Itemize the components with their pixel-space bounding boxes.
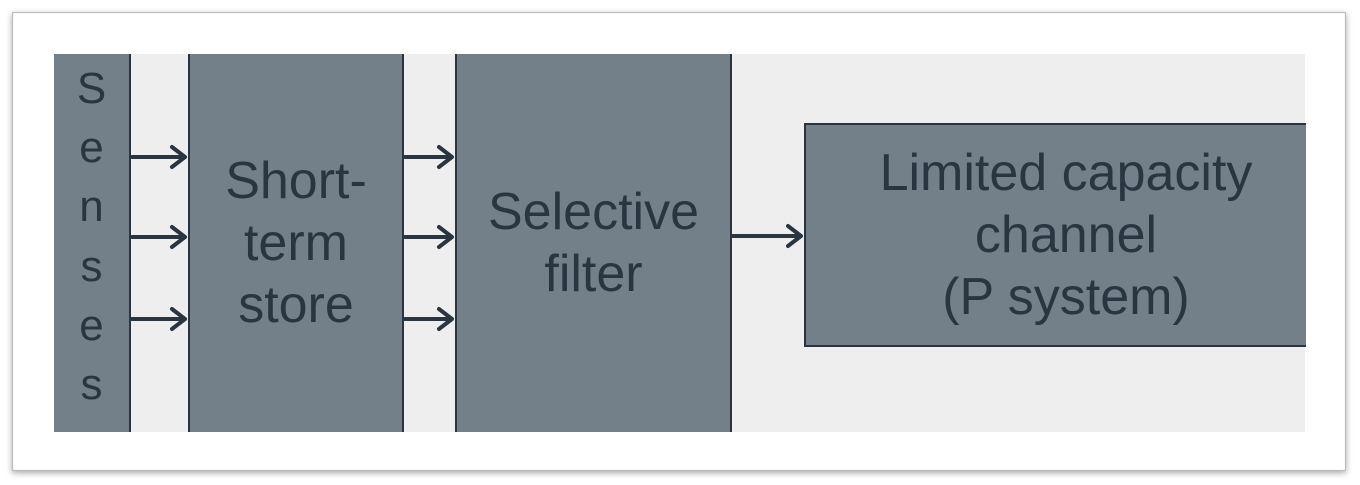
senses-letter: S — [76, 64, 107, 113]
selective-filter-label: Selective filter — [488, 183, 699, 303]
senses-letter: s — [80, 359, 103, 409]
selective-filter-box: Selective filter — [455, 54, 732, 432]
senses-letter: n — [79, 182, 104, 232]
arrow-senses-to-store-1 — [130, 145, 187, 169]
senses-letter: s — [80, 241, 103, 291]
limited-capacity-channel-box: Limited capacity channel (P system) — [804, 123, 1306, 347]
senses-letter: e — [79, 300, 104, 350]
arrow-filter-to-channel — [731, 224, 803, 248]
arrow-senses-to-store-2 — [130, 225, 187, 249]
arrow-store-to-filter-1 — [403, 145, 454, 169]
senses-letter: e — [79, 123, 104, 173]
senses-box: S e n s e s — [54, 54, 131, 432]
short-term-store-label: Short- term store — [225, 152, 367, 334]
arrow-store-to-filter-2 — [403, 225, 454, 249]
limited-capacity-channel-label: Limited capacity channel (P system) — [879, 144, 1253, 326]
arrow-store-to-filter-3 — [403, 307, 454, 331]
short-term-store-box: Short- term store — [188, 54, 404, 432]
arrow-senses-to-store-3 — [130, 307, 187, 331]
